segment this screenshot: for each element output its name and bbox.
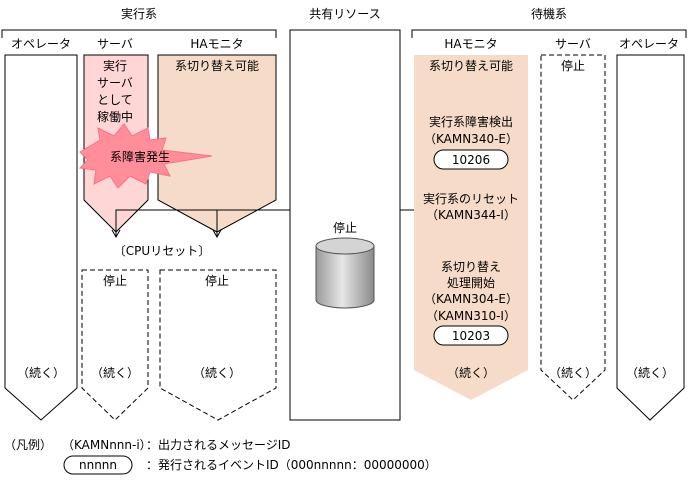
ha-right-continued: （続く） (447, 366, 495, 380)
server-status-line-1: 実行 (103, 58, 127, 73)
ha-left-status: 系切り替え可能 (175, 59, 259, 73)
ha-right-fault-msg: （KAMN340-E） (424, 132, 518, 146)
shared-stopped-label: 停止 (333, 220, 357, 235)
event-badge-fault (433, 149, 509, 170)
lane-operator-right (616, 54, 685, 421)
col-ha-left: HAモニタ (190, 37, 243, 51)
server-right-stopped-label: 停止 (561, 58, 585, 73)
shared-resource-box (289, 29, 401, 421)
ha-right-switch-possible: 系切り替え可能 (429, 59, 513, 73)
operator-left-continued: （続く） (17, 366, 65, 380)
col-server-left: サーバ (97, 37, 133, 51)
ha-left-continued: （続く） (193, 366, 241, 380)
lane-ha-left-stopped (159, 269, 277, 421)
lane-server-right (540, 54, 606, 401)
legend-msg-sample: （KAMNnnn-i） (62, 438, 152, 452)
legend-title: （凡例） (4, 438, 52, 452)
col-operator-left: オペレータ (11, 37, 71, 51)
event-badge-switch (433, 325, 509, 346)
failure-burst-label: 系障害発生 (110, 149, 170, 164)
failure-burst-shape (78, 123, 213, 189)
bracket-active (1, 29, 277, 38)
disk-cylinder-top (315, 237, 375, 255)
lane-server-left-stopped (81, 269, 149, 421)
legend-msg-desc: ：出力されるメッセージID (146, 438, 291, 452)
server-right-continued: （続く） (549, 366, 597, 380)
bracket-standby (411, 29, 687, 38)
ha-right-reset-msg: （KAMN344-I） (426, 208, 516, 222)
server-status-line-4: 稼働中 (97, 109, 133, 124)
legend-event-badge (63, 455, 133, 475)
col-ha-right: HAモニタ (444, 37, 497, 51)
reset-arrow-head-ha (212, 229, 222, 239)
event-id-fault: 10206 (452, 153, 490, 167)
group-label-shared: 共有リソース (309, 7, 380, 21)
ha-right-reset-label: 実行系のリセット (423, 191, 519, 206)
col-server-right: サーバ (555, 37, 591, 51)
operator-right-continued: （続く） (626, 366, 674, 380)
reset-arrow-head-server (111, 229, 121, 239)
ha-left-stopped-label: 停止 (205, 273, 229, 288)
server-status-line-2: サーバ (97, 76, 133, 90)
server-status-line-3: として (97, 93, 133, 107)
ha-right-fault-detect: 実行系障害検出 (429, 114, 513, 129)
ha-right-switch-start-1: 系切り替え (441, 260, 501, 274)
cpu-reset-label: 〔CPUリセット〕 (114, 244, 210, 258)
col-operator-right: オペレータ (619, 37, 679, 51)
legend-event-sample: nnnnn (79, 458, 117, 472)
group-label-standby: 待機系 (531, 6, 567, 21)
event-id-switch: 10203 (452, 329, 490, 343)
ha-right-switch-start-2: 処理開始 (447, 276, 495, 290)
lane-ha-left-active (157, 54, 277, 233)
legend-event-desc: ：発行されるイベントID（000nnnnn：00000000） (146, 458, 437, 472)
disk-cylinder-body (315, 246, 375, 309)
group-label-active: 実行系 (121, 6, 157, 21)
lane-ha-right (414, 55, 528, 400)
server-left-stopped-label: 停止 (103, 273, 127, 288)
server-left-continued: （続く） (91, 366, 139, 380)
ha-right-switch-msg-1: （KAMN304-E） (424, 292, 518, 306)
ha-right-switch-msg-2: （KAMN310-I） (426, 309, 516, 323)
lane-operator-left (4, 54, 78, 421)
